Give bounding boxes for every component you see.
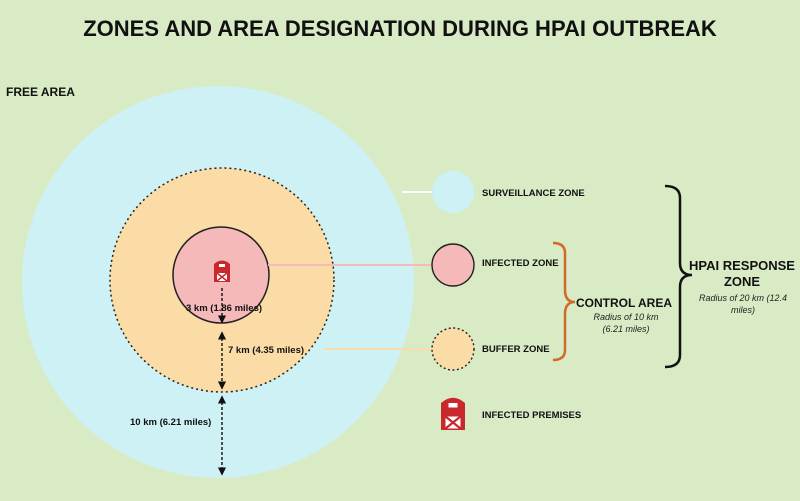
control-area-sub1: Radius of 10 km — [593, 312, 659, 322]
control-area-title: CONTROL AREA — [576, 296, 672, 310]
control-area-bracket — [552, 241, 576, 362]
page-title: ZONES AND AREA DESIGNATION DURING HPAI O… — [83, 16, 717, 41]
barn-icon — [213, 259, 231, 283]
response-zone-title-line2: ZONE — [724, 274, 760, 289]
legend-buffer-swatch — [431, 327, 475, 371]
free-area-label: FREE AREA — [6, 85, 75, 99]
legend-premises-label: INFECTED PREMISES — [482, 410, 581, 421]
legend-barn-icon — [439, 396, 467, 432]
response-zone-sub1: Radius of 20 km (12.4 — [699, 293, 787, 303]
legend-buffer-label: BUFFER ZONE — [482, 344, 550, 355]
legend-infected-swatch — [431, 243, 475, 287]
response-zone-bracket — [664, 184, 693, 369]
response-zone-sub2: miles) — [731, 305, 755, 315]
control-area-sub2: (6.21 miles) — [602, 324, 649, 334]
distance-label-3km: 3 km (1.86 miles) — [186, 303, 262, 314]
legend-surveillance-swatch — [432, 171, 474, 213]
distance-label-7km: 7 km (4.35 miles) — [228, 345, 304, 356]
legend-surveillance-label: SURVEILLANCE ZONE — [482, 188, 585, 199]
legend-infected-label: INFECTED ZONE — [482, 258, 559, 269]
distance-label-10km: 10 km (6.21 miles) — [130, 417, 211, 428]
response-zone-title-line1: HPAI RESPONSE — [689, 258, 795, 273]
